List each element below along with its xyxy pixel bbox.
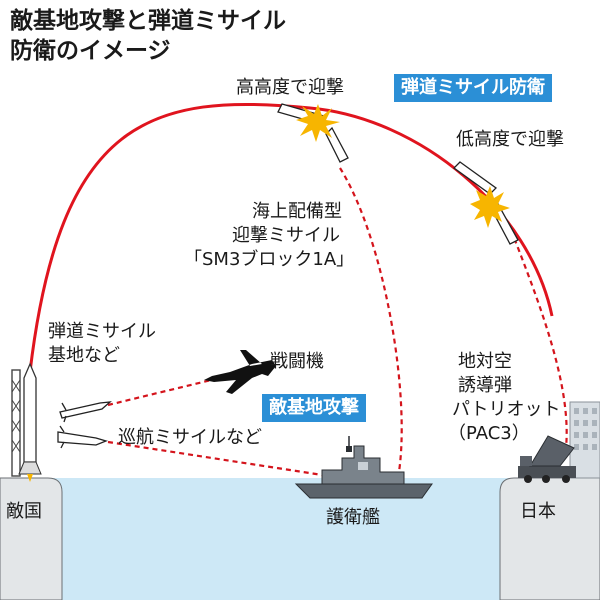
high-altitude-label: 高高度で迎撃 <box>236 77 344 98</box>
sm3-label-line-3: 「SM3ブロック1A」 <box>184 249 355 270</box>
sm3-label-line-2: 迎撃ミサイル <box>232 225 340 246</box>
enemy-country-label: 敵国 <box>6 501 42 522</box>
japan-label: 日本 <box>520 501 556 522</box>
base-label-line-1: 弾道ミサイル <box>48 321 156 342</box>
japan-land <box>499 477 600 600</box>
fighter-jet-icon <box>204 350 276 394</box>
title-line-2: 防衛のイメージ <box>10 38 171 64</box>
explosion-icon <box>470 186 510 228</box>
pac3-label-line-3: パトリオット <box>452 399 561 420</box>
cruise-label: 巡航ミサイルなど <box>118 427 262 448</box>
pac3-intercept-path <box>506 221 568 457</box>
pac3-label-line-2: 誘導弾 <box>458 375 512 396</box>
pac3-label-line-4: （PAC3） <box>448 423 530 444</box>
destroyer-ship-icon <box>294 436 433 499</box>
bmd-badge: 弾道ミサイル防衛 <box>394 74 552 102</box>
low-altitude-label: 低高度で迎撃 <box>456 129 564 150</box>
explosion-icon <box>296 104 340 142</box>
base-label-line-2: 基地など <box>48 345 120 366</box>
fighter-label: 戦闘機 <box>270 351 324 372</box>
ballistic-missile-icon <box>11 362 42 482</box>
title-line-1: 敵基地攻撃と弾道ミサイル <box>10 8 286 34</box>
enemy-land <box>0 477 63 600</box>
page-title: 敵基地攻撃と弾道ミサイル 防衛のイメージ <box>10 6 286 66</box>
cruise-missile-icon <box>57 401 112 449</box>
destroyer-label: 護衛艦 <box>326 507 380 528</box>
strike-path-fighter <box>107 373 233 407</box>
strike-badge: 敵基地攻撃 <box>262 394 366 422</box>
patriot-launcher-icon <box>518 435 576 483</box>
sm3-intercept-path <box>339 167 403 479</box>
pac3-label-line-1: 地対空 <box>458 351 512 372</box>
building-icon <box>569 401 600 479</box>
strike-path-ship <box>107 440 343 480</box>
sm3-label-line-1: 海上配備型 <box>252 201 342 222</box>
